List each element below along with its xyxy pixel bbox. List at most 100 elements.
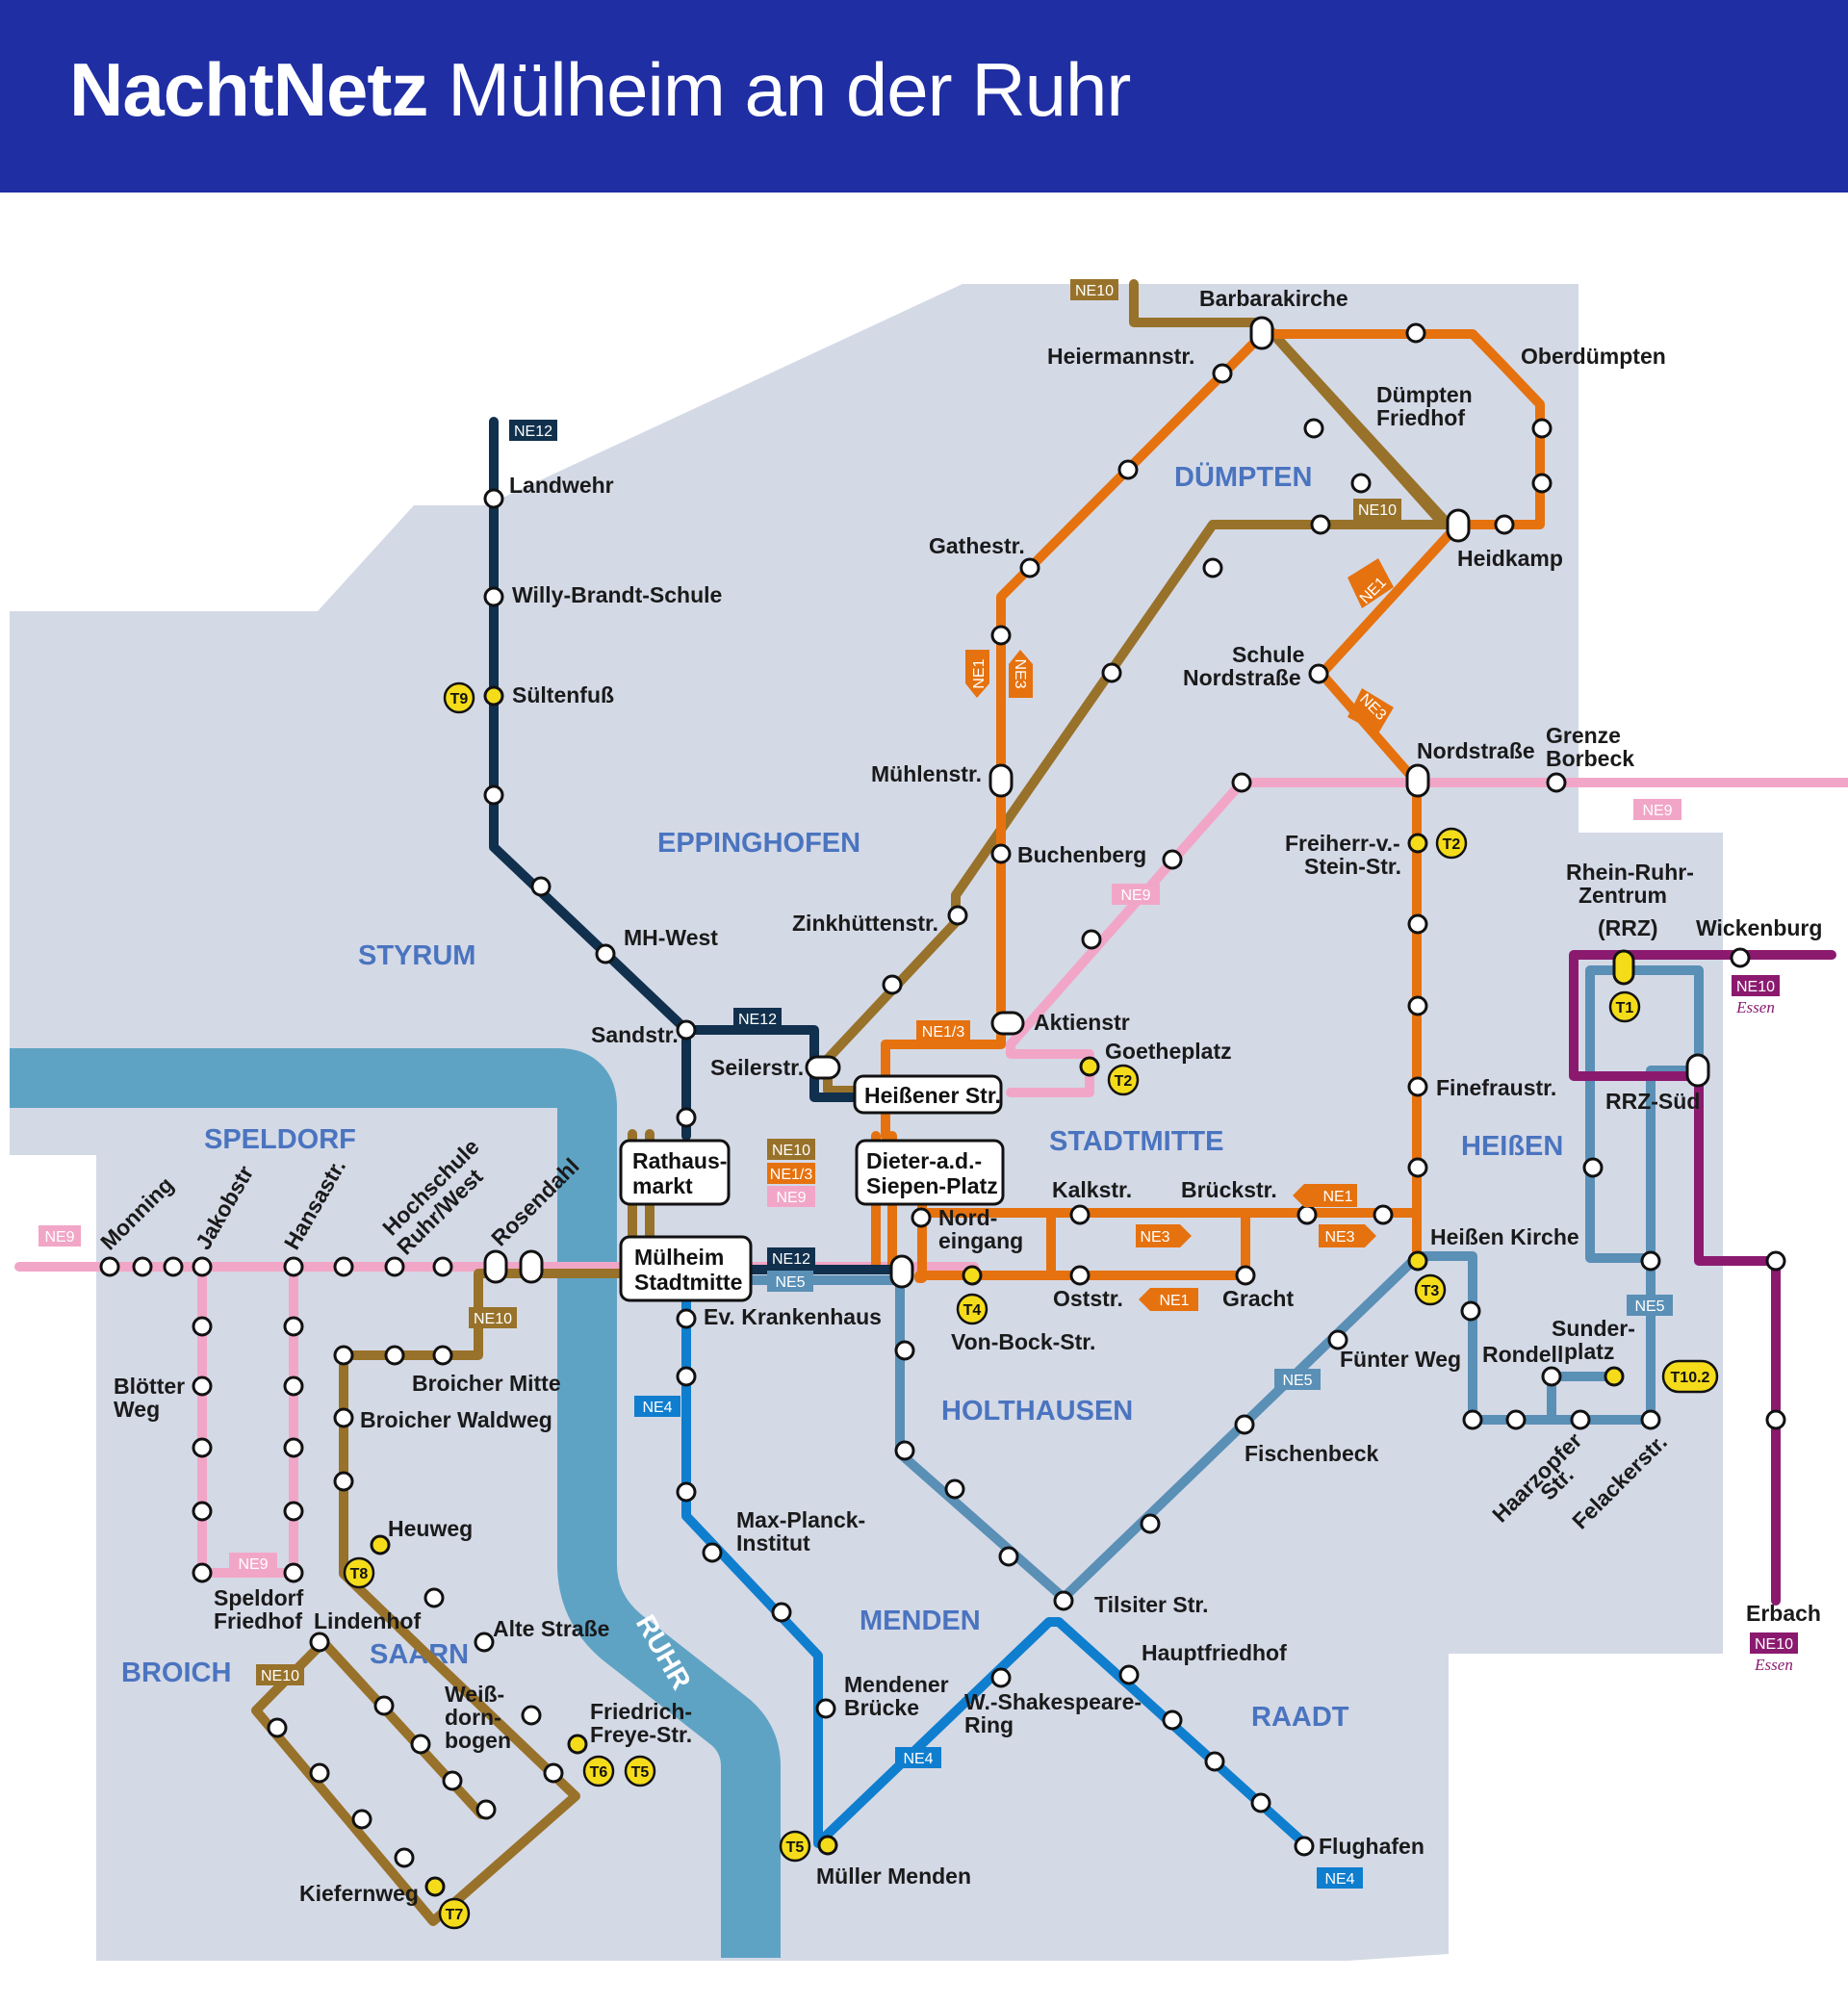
tram-t9: T9 <box>450 691 469 707</box>
hub-stadtmitte-1: Mülheim <box>634 1245 724 1270</box>
station-label: Ev. Krankenhaus <box>704 1304 882 1329</box>
district-holthausen: HOLTHAUSEN <box>941 1396 1133 1427</box>
hub-rathausmarkt-1: Rathaus- <box>632 1148 727 1173</box>
ruhr-river <box>10 1048 781 1958</box>
station-label: Mendener <box>844 1672 949 1697</box>
station-label: Rhein-Ruhr- <box>1566 860 1694 885</box>
station-label: RRZ-Süd <box>1605 1089 1700 1114</box>
badge-ne9-west: NE9 <box>44 1229 74 1246</box>
tram-t3: T3 <box>1422 1283 1440 1299</box>
station-label: Sunder- <box>1552 1316 1635 1341</box>
station-label: MH-West <box>624 925 718 950</box>
badge-ne3-east: NE3 <box>1324 1229 1354 1246</box>
station-label: Sültenfuß <box>512 682 614 707</box>
station-label: (RRZ) <box>1598 915 1658 940</box>
station-label: W.-Shakespeare- <box>964 1689 1142 1714</box>
badge-ne1-vert: NE1 <box>971 658 988 688</box>
station-label: Rondell <box>1482 1342 1563 1367</box>
badge-ne5-fischenbeck: NE5 <box>1282 1373 1312 1389</box>
badge-ne5-low: NE5 <box>775 1274 805 1291</box>
station-label: Von-Bock-Str. <box>951 1329 1095 1354</box>
tram-t102: T10.2 <box>1671 1370 1710 1386</box>
station-label: Fünter Weg <box>1340 1347 1461 1372</box>
station-label: Goetheplatz <box>1105 1039 1232 1064</box>
badge-ne13-center: NE1/3 <box>770 1167 813 1183</box>
station-label: Ring <box>964 1712 1014 1737</box>
tram-t1: T1 <box>1616 1000 1634 1016</box>
badge-ne10-saarn: NE10 <box>261 1668 299 1684</box>
district-speldorf: SPELDORF <box>204 1124 356 1155</box>
station-label: Hauptfriedhof <box>1142 1640 1287 1665</box>
station-label: Freye-Str. <box>590 1722 692 1747</box>
station-label: Seilerstr. <box>710 1055 804 1080</box>
tram-t2-goethe: T2 <box>1115 1073 1133 1090</box>
badge-ne9-diag: NE9 <box>1120 887 1150 904</box>
badge-ne9-center: NE9 <box>776 1190 806 1206</box>
station-label: Gathestr. <box>929 533 1025 558</box>
badge-ne9-east: NE9 <box>1642 803 1672 819</box>
badge-ne1-oststr: NE1 <box>1159 1293 1189 1309</box>
badge-ne12-low: NE12 <box>772 1251 810 1268</box>
station-label: Kiefernweg <box>299 1881 419 1906</box>
hub-siepen-2: Siepen-Platz <box>866 1173 998 1198</box>
tram-stops <box>370 685 1635 1897</box>
district-heissen: HEIßEN <box>1461 1131 1563 1162</box>
line-ne10 <box>251 279 1463 1926</box>
district-dumpten: DÜMPTEN <box>1174 461 1312 493</box>
station-label: Speldorf <box>214 1585 304 1610</box>
station-label: Barbarakirche <box>1199 286 1348 311</box>
district-eppinghofen: EPPINGHOFEN <box>657 828 860 859</box>
station-label: Weiß- <box>445 1682 504 1707</box>
district-menden: MENDEN <box>860 1606 981 1636</box>
station-label: Erbach <box>1746 1601 1821 1626</box>
station-label: Stein-Str. <box>1304 854 1401 879</box>
station-label: eingang <box>938 1228 1023 1253</box>
station-label: Nordstraße <box>1183 665 1301 690</box>
tram-t2-freiherr: T2 <box>1443 836 1461 853</box>
station-label: Brücke <box>844 1695 919 1720</box>
station-label: Freiherr-v.- <box>1285 831 1400 856</box>
station-label: Oberdümpten <box>1521 344 1666 369</box>
tram-t6: T6 <box>590 1764 608 1781</box>
station-label: Nordstraße <box>1417 738 1535 763</box>
line-badges: NE10 NE12 NE1 NE3 NE1 NE3 NE10 NE9 NE9 N… <box>38 279 1798 1889</box>
district-broich: BROICH <box>121 1658 231 1688</box>
badge-ne12-mid: NE12 <box>738 1012 777 1028</box>
station-label: Broicher Mitte <box>412 1371 561 1396</box>
station-label: Dümpten <box>1376 382 1473 407</box>
station-label: Oststr. <box>1053 1286 1123 1311</box>
station-label: Heißen Kirche <box>1430 1224 1579 1249</box>
station-label: Sandstr. <box>591 1022 679 1047</box>
station-label: Borbeck <box>1546 746 1634 771</box>
station-label: Friedhof <box>214 1608 302 1633</box>
station-dots <box>99 322 1786 1868</box>
station-label: Heidkamp <box>1457 546 1563 571</box>
station-label: Fischenbeck <box>1245 1441 1379 1466</box>
hub-boxes: Heißener Str. Rathaus- markt Dieter-a.d.… <box>619 1074 1005 1302</box>
station-label: Heiermannstr. <box>1047 344 1194 369</box>
tram-t7: T7 <box>446 1907 464 1923</box>
essen-label-1: Essen <box>1735 998 1775 1016</box>
station-label: bogen <box>445 1728 511 1753</box>
station-label: Landwehr <box>509 473 614 498</box>
badge-ne10-top: NE10 <box>1075 283 1114 299</box>
badge-ne12-top: NE12 <box>514 424 552 440</box>
line-ne9 <box>38 778 1848 1578</box>
badge-ne10-erbach: NE10 <box>1755 1636 1793 1653</box>
badge-ne10-dumpten: NE10 <box>1358 502 1397 519</box>
interchange-capsules <box>483 316 1710 1289</box>
badge-ne3-kalk: NE3 <box>1140 1229 1169 1246</box>
station-label: Zentrum <box>1578 883 1667 908</box>
badge-ne10-rosendahl: NE10 <box>474 1311 512 1327</box>
badge-ne10-wickenburg: NE10 <box>1736 979 1775 995</box>
station-label: Institut <box>736 1530 810 1555</box>
badge-ne13-mid: NE1/3 <box>922 1024 965 1041</box>
station-label: Heuweg <box>388 1516 473 1541</box>
station-label: Willy-Brandt-Schule <box>512 582 722 607</box>
city-area <box>10 284 1723 1961</box>
station-label: Nord- <box>938 1205 997 1230</box>
station-label: Friedhof <box>1376 405 1465 430</box>
station-label: platz <box>1564 1339 1614 1364</box>
station-label: dorn- <box>445 1705 501 1730</box>
